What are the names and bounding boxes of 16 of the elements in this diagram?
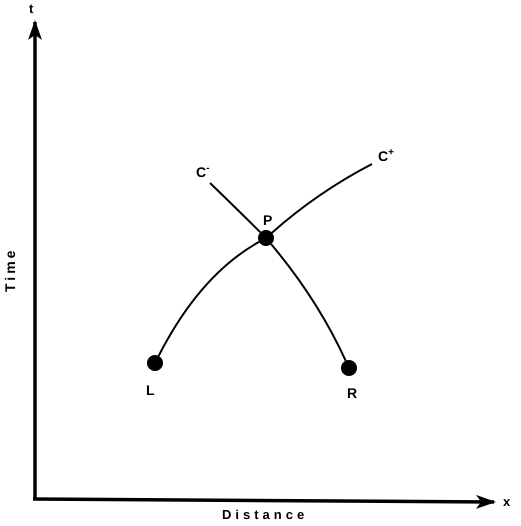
characteristic-curve	[270, 244, 347, 362]
axis-label: x	[503, 495, 510, 508]
point-dot	[147, 355, 163, 371]
characteristic-curve	[158, 241, 260, 356]
characteristic-curve	[271, 163, 372, 234]
axis-label: Time	[3, 248, 17, 292]
point-label: P	[263, 213, 272, 227]
characteristic-curve	[209, 182, 262, 234]
curve-label: C$^{+}$	[378, 148, 394, 164]
axis-label: t	[29, 2, 34, 15]
curve-label: C$^{-}$	[196, 164, 210, 180]
point-dot	[341, 360, 357, 376]
point-dot	[258, 230, 274, 246]
point-label: R	[347, 386, 358, 400]
axis-label: Distance	[222, 508, 308, 521]
point-label: L	[146, 383, 155, 397]
